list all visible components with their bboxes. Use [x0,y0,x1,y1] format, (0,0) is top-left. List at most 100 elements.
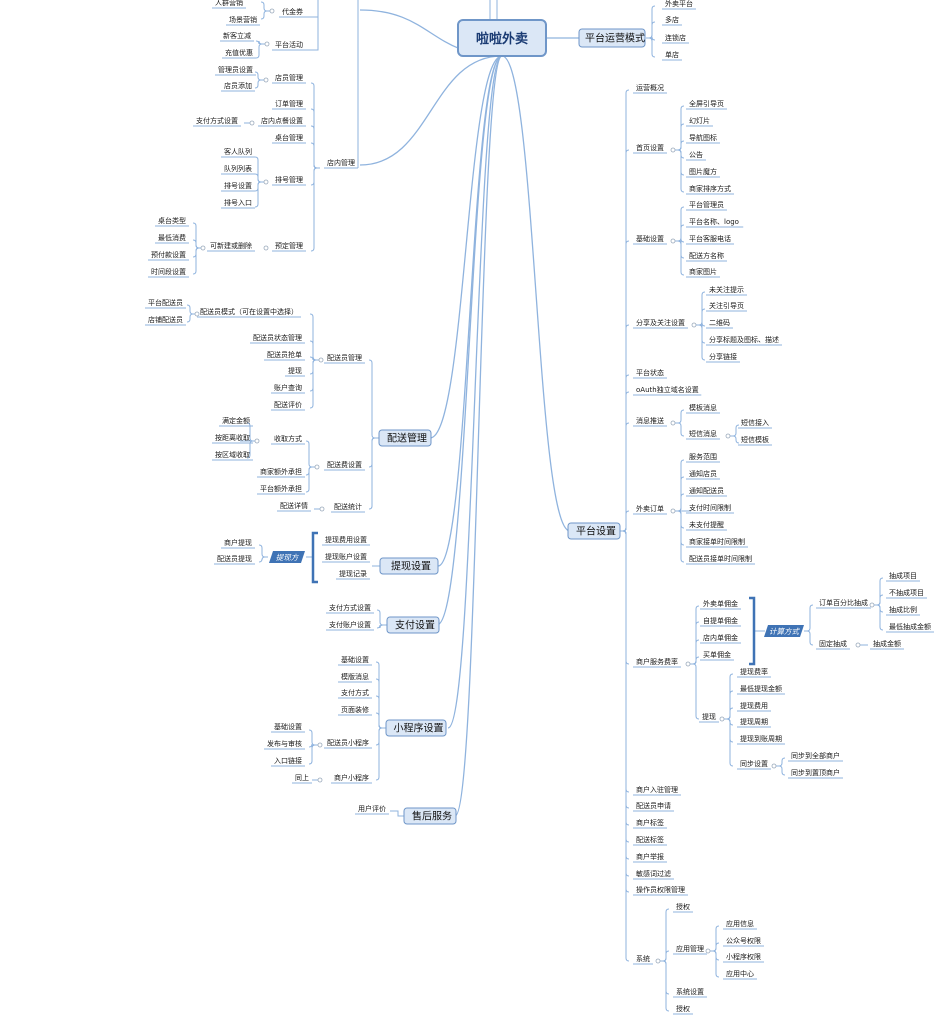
store-group-label: 订单管理 [275,99,303,108]
connector [310,167,320,186]
connector [724,690,734,720]
connector [646,37,656,58]
connector [874,604,884,613]
connector [620,530,630,826]
delivery-item: 配送员状态管理 [253,333,302,342]
store-group-label: 店内点餐设置 [261,116,303,125]
connector [675,240,685,276]
delivery-group-label: 配送员管理 [327,353,362,362]
delivery-item: 提现 [288,366,302,375]
basic-item: 平台名称、logo [689,217,739,226]
connector [620,391,630,532]
connector [675,105,685,151]
connector [675,149,685,159]
connector [620,530,630,860]
withdraw-item: 提现费用设置 [325,535,367,544]
connector [305,466,315,476]
delivery-item: 账户查询 [274,383,302,392]
platform-item: 操作员权限管理 [636,885,685,894]
connector [724,718,734,743]
platform-mode-item: 单店 [665,50,679,59]
connector [620,530,630,962]
collapse-dot [705,948,711,954]
home-item: 公告 [689,150,703,159]
connector [874,594,884,606]
connector [192,247,201,258]
withdraw-tag-shape [269,551,305,563]
connector [620,530,630,809]
collapse-dot [319,506,325,512]
fee-withdraw-item: 提现周期 [740,717,768,726]
miniprogram-item: 同上 [295,773,309,782]
collapse-dot [855,642,861,648]
home-item: 幻灯片 [689,116,710,125]
connector [310,108,320,169]
connector [675,409,685,424]
connector [675,240,685,259]
fixed-item: 抽成金额 [873,639,901,648]
miniprogram-node-box [385,719,447,737]
connector [192,247,201,275]
fee-withdraw-label: 提现 [702,712,716,721]
connector [310,167,320,252]
connector [375,695,386,729]
store-sub-label: 可新建或删除 [210,241,252,250]
store-group-label: 桌台管理 [275,133,303,142]
delivery-item: 商家额外承担 [260,467,302,476]
connector [776,765,786,776]
connector [660,908,670,962]
collapse-dot [670,147,676,153]
marketing-group-label: 代金券 [282,7,303,16]
calc-tag-shape [764,625,804,637]
marketing-item: 人群营销 [215,0,243,7]
percent-item: 抽成比例 [889,605,917,614]
platform-item: 敏感词过滤 [636,869,671,878]
fee-withdraw-item: 提现费用 [740,701,768,710]
connector [368,359,379,439]
connector [254,71,264,81]
percent-item: 最低抽成金额 [889,622,931,631]
connector [804,630,814,646]
withdraw-node: 提现设置 [391,560,431,572]
connector [675,206,685,242]
connector [620,374,630,532]
platform-section-label: 系统 [636,954,650,963]
connector [696,324,706,361]
node-labels: 啦啦外卖平台运营模式外卖平台多店连锁店单店人群营销场景营销代金券新客立减充值优惠… [148,0,931,1013]
platform-item: 商户举报 [636,852,664,861]
home-item: 全屏引导页 [689,99,724,108]
collapse-dot [200,245,206,251]
platform-section-label: 首页设置 [636,143,664,152]
connector [620,530,630,665]
connector [710,950,720,961]
connector [620,530,630,793]
home-item: 商家排序方式 [689,184,731,193]
platform-section-label: 基础设置 [636,234,664,243]
connector [258,544,268,558]
connector [309,359,319,375]
connector [620,149,630,532]
delivery-item: 平台额外承担 [260,484,302,493]
collapse-dot [264,41,270,47]
connector [375,678,386,729]
connector [260,10,270,20]
delivery-group-label: 配送费设置 [327,460,362,469]
connector [620,324,630,532]
system-item: 系统设置 [676,987,704,996]
fee-bracket [749,596,756,666]
platform-mode-item: 多店 [665,15,679,24]
commission-item: 店内单佣金 [703,633,738,642]
basic-item: 配送方名称 [689,251,724,260]
platform-item: 平台状态 [636,368,664,377]
connector [309,313,319,361]
connector [254,181,264,192]
connector [710,950,720,978]
connector [724,707,734,720]
aftersales-node: 售后服务 [412,809,452,822]
store-item: 桌台类型 [158,216,186,225]
connector [620,240,630,532]
fee-withdraw-item: 提现费率 [740,667,768,676]
miniprogram-item: 模版消息 [341,672,369,681]
connector [675,149,685,176]
